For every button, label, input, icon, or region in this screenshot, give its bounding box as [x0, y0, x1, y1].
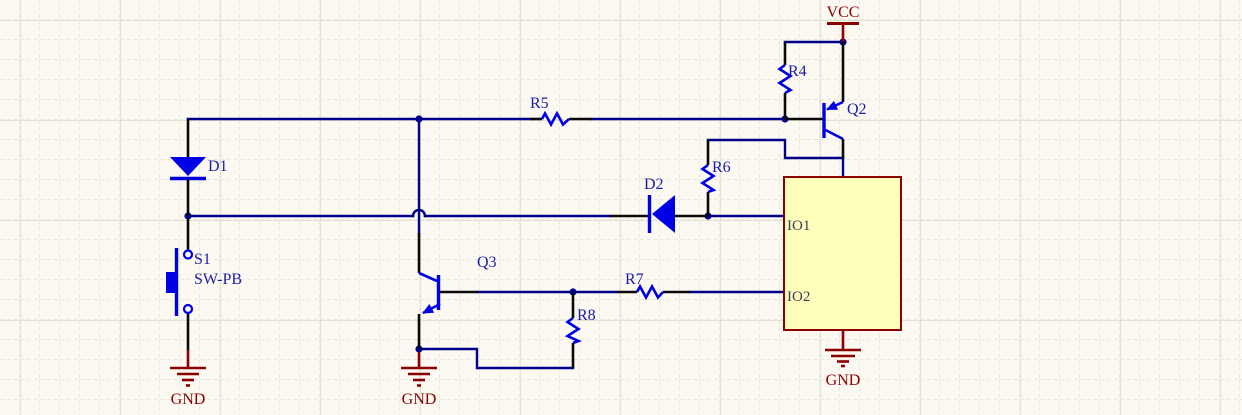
- q2-collector-icon[interactable]: [824, 128, 844, 141]
- vcc-label[interactable]: VCC: [827, 4, 860, 21]
- junction-dot: [415, 115, 423, 123]
- junction-dots: [184, 38, 847, 353]
- wire-hop[interactable]: [411, 208, 427, 218]
- resistor-zigzag-icon[interactable]: [700, 163, 717, 194]
- pin-name-io2: IO2: [787, 289, 810, 305]
- power-port-gnd-left[interactable]: GND: [170, 350, 206, 408]
- ic-body[interactable]: [783, 176, 902, 331]
- diode-triangle-icon[interactable]: [652, 195, 675, 233]
- resistor-zigzag-icon[interactable]: [564, 316, 582, 345]
- s1-designator[interactable]: S1: [194, 251, 211, 268]
- component-r8[interactable]: R8: [564, 292, 596, 368]
- component-r6[interactable]: R6: [700, 140, 731, 216]
- power-port-gnd-right[interactable]: GND: [825, 330, 861, 389]
- r5-designator[interactable]: R5: [530, 95, 549, 112]
- component-s1[interactable]: S1 SW-PB: [166, 218, 242, 350]
- component-d2[interactable]: D2: [610, 176, 708, 233]
- component-r5[interactable]: R5: [530, 95, 592, 128]
- wires: [186, 40, 845, 370]
- r8-designator[interactable]: R8: [577, 307, 596, 324]
- switch-contact-icon[interactable]: [182, 303, 194, 315]
- gnd-right-label[interactable]: GND: [826, 372, 861, 389]
- diode-triangle-icon[interactable]: [170, 157, 206, 176]
- wire-r6-q2[interactable]: [706, 138, 845, 160]
- resistor-zigzag-icon[interactable]: [540, 110, 570, 128]
- pin-name-io1: IO1: [787, 218, 810, 234]
- gnd-middle-label[interactable]: GND: [402, 391, 437, 408]
- d1-designator[interactable]: D1: [208, 158, 228, 175]
- component-r4[interactable]: R4: [777, 42, 807, 119]
- power-port-gnd-middle[interactable]: GND: [401, 352, 437, 408]
- wire-emitter-r8[interactable]: [417, 347, 575, 370]
- switch-contact-icon[interactable]: [182, 249, 194, 260]
- s1-value[interactable]: SW-PB: [194, 271, 242, 288]
- power-port-vcc[interactable]: VCC: [827, 4, 860, 42]
- component-r7[interactable]: R7: [617, 271, 690, 301]
- component-q2[interactable]: Q2: [785, 42, 867, 158]
- gnd-left-label[interactable]: GND: [171, 391, 206, 408]
- component-u1[interactable]: IO1 IO2: [783, 176, 902, 331]
- d2-designator[interactable]: D2: [644, 176, 664, 193]
- r7-designator[interactable]: R7: [625, 271, 644, 288]
- component-d1[interactable]: D1: [170, 119, 228, 216]
- switch-button-cap-icon[interactable]: [166, 272, 176, 293]
- r4-designator[interactable]: R4: [788, 63, 807, 80]
- q3-designator[interactable]: Q3: [477, 254, 497, 271]
- component-q3[interactable]: Q3: [417, 233, 497, 349]
- q3-collector-icon[interactable]: [418, 271, 438, 283]
- q2-designator[interactable]: Q2: [847, 101, 867, 118]
- resistor-zigzag-icon[interactable]: [635, 283, 664, 301]
- q3-emitter-arrow-icon[interactable]: [422, 302, 441, 315]
- r6-designator[interactable]: R6: [712, 159, 731, 176]
- q2-emitter-arrow-icon[interactable]: [826, 100, 844, 111]
- resistor-zigzag-icon[interactable]: [777, 63, 794, 95]
